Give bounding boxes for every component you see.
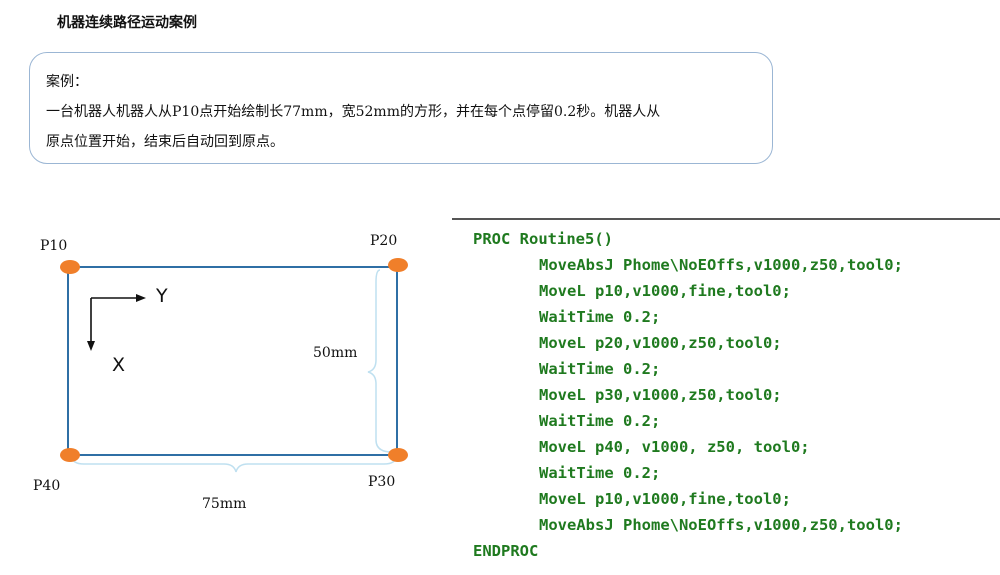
point-p20-label: P20 [370,233,398,249]
code-divider [452,218,1000,220]
width-dimension-label: 75mm [202,496,247,512]
point-p10-label: P10 [40,238,68,254]
height-dimension-label: 50mm [313,345,358,361]
code-line: PROC Routine5() [473,230,613,248]
y-axis-arrowhead [136,294,146,302]
x-axis-label: X [112,354,126,376]
case-heading: 案例： [46,74,88,90]
code-line: WaitTime 0.2; [539,308,661,326]
code-line: MoveAbsJ Phome\NoEOffs,v1000,z50,tool0; [539,516,903,534]
point-p20-marker [388,258,408,272]
point-p30-marker [388,448,408,462]
rapid-code-block: PROC Routine5() MoveAbsJ Phome\NoEOffs,v… [473,226,903,564]
height-brace [367,269,393,453]
code-line: WaitTime 0.2; [539,464,661,482]
page-title: 机器连续路径运动案例 [57,15,197,31]
y-axis-label: Y [156,285,168,307]
path-diagram: P10 P20 P30 P40 Y X 50mm 75mm [0,200,450,575]
code-line: WaitTime 0.2; [539,360,661,378]
point-p40-label: P40 [33,478,61,494]
diagram-drawing [60,258,408,473]
point-p40-marker [60,448,80,462]
path-rectangle [67,266,398,456]
code-line: ENDPROC [473,542,539,560]
x-axis-arrowhead [87,341,95,351]
code-line: MoveL p40, v1000, z50, tool0; [539,438,810,456]
case-text-line-1: 一台机器人机器人从P10点开始绘制长77mm，宽52mm的方形，并在每个点停留0… [46,104,661,120]
code-line: MoveL p20,v1000,z50,tool0; [539,334,782,352]
case-text-line-2: 原点位置开始，结束后自动回到原点。 [46,134,284,150]
width-brace [71,455,397,473]
point-p10-marker [60,260,80,274]
code-line: MoveL p30,v1000,z50,tool0; [539,386,782,404]
code-line: WaitTime 0.2; [539,412,661,430]
code-line: MoveAbsJ Phome\NoEOffs,v1000,z50,tool0; [539,256,903,274]
code-line: MoveL p10,v1000,fine,tool0; [539,282,791,300]
code-line: MoveL p10,v1000,fine,tool0; [539,490,791,508]
case-description-box: 案例： 一台机器人机器人从P10点开始绘制长77mm，宽52mm的方形，并在每个… [29,52,773,164]
point-p30-label: P30 [368,474,396,490]
